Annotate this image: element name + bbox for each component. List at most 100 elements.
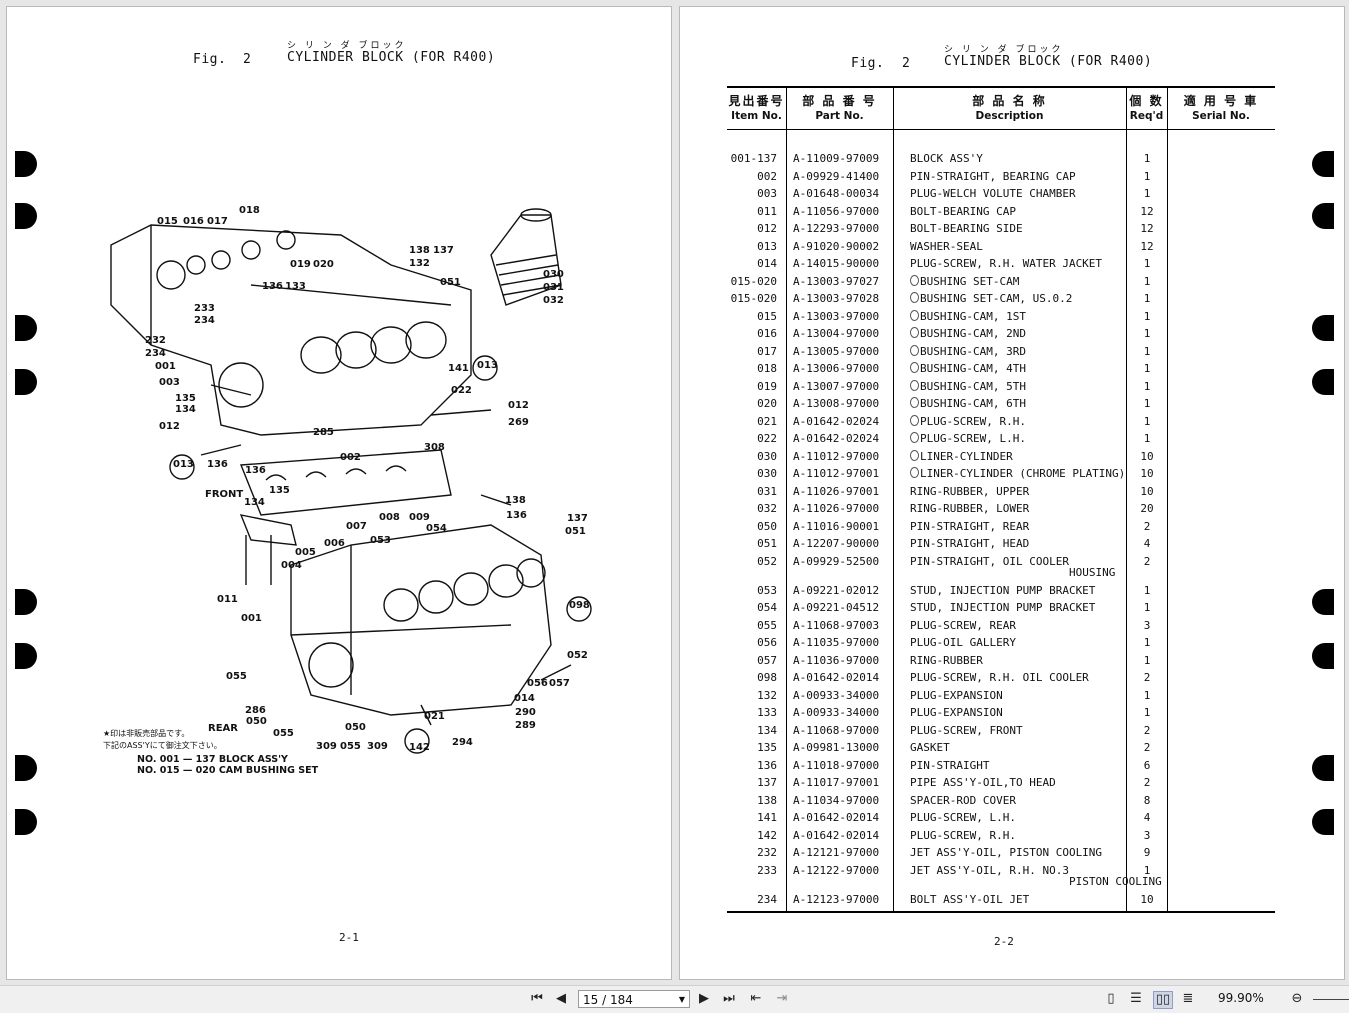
description-text: PIN-STRAIGHT, HEAD: [910, 537, 1030, 550]
callout-label: 133: [285, 281, 306, 292]
previous-page-icon[interactable]: ◀: [556, 991, 566, 1006]
description: BUSHING-CAM, 4TH: [910, 362, 1026, 375]
set-member-marker-icon: [910, 274, 919, 286]
quantity: 12: [1140, 239, 1154, 253]
binder-hole: [15, 589, 37, 615]
page-number: 2-2: [994, 935, 1014, 948]
description: BUSHING SET-CAM, US.0.2: [910, 292, 1072, 305]
part-number: A-01642-02014: [793, 828, 880, 842]
quantity: 2: [1143, 519, 1151, 533]
description-text: PLUG-SCREW, L.H.: [910, 811, 1016, 824]
note-cam-bushing: NO. 015 — 020 CAM BUSHING SET: [137, 765, 319, 776]
part-number: A-11012-97001: [793, 467, 880, 480]
page-number-field[interactable]: 15 / 184 ▼: [578, 990, 690, 1008]
callout-label: 285: [313, 427, 334, 438]
quantity: 1: [1143, 706, 1151, 719]
zoom-out-icon[interactable]: ⊖: [1291, 991, 1303, 1006]
quantity: 1: [1143, 152, 1151, 165]
description: PIN-STRAIGHT, OIL COOLER: [910, 555, 1069, 568]
description-text: PLUG-SCREW, R.H.: [920, 414, 1026, 428]
description: PLUG-SCREW, FRONT: [910, 724, 1023, 737]
item-number: 031: [757, 484, 777, 498]
description-text: PLUG-SCREW, R.H. WATER JACKET: [910, 257, 1103, 270]
set-member-marker-icon: [910, 292, 919, 303]
quantity: 1: [1143, 274, 1151, 288]
item-number: 020: [757, 397, 777, 410]
previous-view-icon[interactable]: ⇤: [750, 991, 762, 1006]
fig-number: 2: [902, 56, 911, 71]
continuous-view-icon[interactable]: ☰: [1130, 991, 1142, 1006]
part-number: A-91020-90002: [793, 239, 880, 253]
next-page-icon[interactable]: ▶: [699, 991, 709, 1006]
header-qty: 個 数 Req'd: [1126, 92, 1167, 122]
description: WASHER-SEAL: [910, 240, 983, 253]
quantity: 1: [1143, 327, 1151, 340]
column-divider: [893, 88, 894, 911]
item-number: 003: [757, 187, 777, 200]
two-page-view-icon[interactable]: ▯▯: [1153, 991, 1173, 1009]
zoom-level[interactable]: 99.90%: [1218, 991, 1264, 1005]
description: BOLT ASS'Y-OIL JET: [910, 893, 1029, 906]
callout-label: 006: [324, 538, 345, 549]
description-text: PIN-STRAIGHT: [910, 758, 990, 772]
column-divider: [786, 88, 787, 911]
zoom-slider[interactable]: [1313, 999, 1349, 1000]
binder-hole: [1312, 589, 1334, 615]
callout-label: 136: [207, 459, 228, 470]
table-rule: [727, 129, 1275, 130]
header-serial: 適 用 号 車 Serial No.: [1167, 92, 1275, 122]
part-number: A-01642-02024: [793, 414, 880, 428]
single-page-view-icon[interactable]: ▯: [1107, 991, 1115, 1006]
part-number: A-11034-97000: [793, 793, 880, 807]
fig-label: Fig.: [851, 56, 885, 71]
part-number: A-11026-97001: [793, 484, 880, 498]
quantity: 1: [1143, 379, 1151, 393]
chevron-down-icon[interactable]: ▼: [678, 995, 685, 1004]
callout-label: 135: [175, 393, 196, 404]
last-page-icon[interactable]: ⏭: [723, 991, 735, 1006]
set-member-marker-icon: [910, 344, 919, 356]
description: RING-RUBBER, UPPER: [910, 485, 1029, 498]
set-member-marker-icon: [910, 327, 919, 338]
description: PIN-STRAIGHT, HEAD: [910, 537, 1029, 550]
callout-label: FRONT: [205, 489, 244, 500]
quantity: 1: [1143, 583, 1151, 597]
description-text: BUSHING-CAM, 5TH: [920, 379, 1026, 393]
description: PLUG-SCREW, L.H.: [910, 432, 1026, 445]
part-number: A-12121-97000: [793, 846, 880, 859]
part-number: A-00933-34000: [793, 706, 880, 719]
first-page-icon[interactable]: ⏮: [531, 991, 543, 1006]
callout-label: 003: [159, 377, 180, 388]
part-number: A-13003-97027: [793, 274, 880, 288]
callout-label: 136: [245, 465, 266, 476]
description-text: SPACER-ROD COVER: [910, 793, 1016, 807]
description-text: BUSHING-CAM, 2ND: [920, 327, 1026, 340]
description: BUSHING-CAM, 2ND: [910, 327, 1026, 340]
part-number: A-09929-52500: [793, 554, 880, 568]
quantity: 2: [1143, 741, 1151, 754]
part-number: A-01642-02024: [793, 432, 880, 445]
quantity: 1: [1143, 688, 1151, 702]
callout-label: 142: [409, 742, 430, 753]
set-member-marker-icon: [910, 362, 919, 373]
callout-label: 136: [506, 510, 527, 521]
item-number: 001-137: [730, 152, 777, 165]
callout-label: 008: [379, 512, 400, 523]
quantity: 10: [1140, 449, 1154, 463]
item-number: 012: [757, 222, 777, 235]
header-qty-en: Req'd: [1129, 110, 1164, 122]
quantity: 8: [1143, 793, 1151, 807]
description-text: BUSHING-CAM, 6TH: [920, 397, 1026, 410]
next-view-icon[interactable]: ⇥: [776, 991, 788, 1006]
description-text: PLUG-WELCH VOLUTE CHAMBER: [910, 187, 1076, 200]
note-block-assy: NO. 001 — 137 BLOCK ASS'Y: [137, 754, 288, 765]
header-item-en: Item No.: [731, 110, 782, 122]
binder-hole: [15, 203, 37, 229]
header-description: 部 品 名 称 Description: [893, 92, 1126, 122]
two-page-continuous-icon[interactable]: ≣: [1182, 991, 1194, 1006]
description: PIN-STRAIGHT: [910, 759, 989, 772]
part-number: A-11018-97000: [793, 758, 880, 772]
description: PIN-STRAIGHT, REAR: [910, 520, 1029, 533]
description: BUSHING-CAM, 3RD: [910, 344, 1026, 358]
description-text: GASKET: [910, 741, 950, 754]
